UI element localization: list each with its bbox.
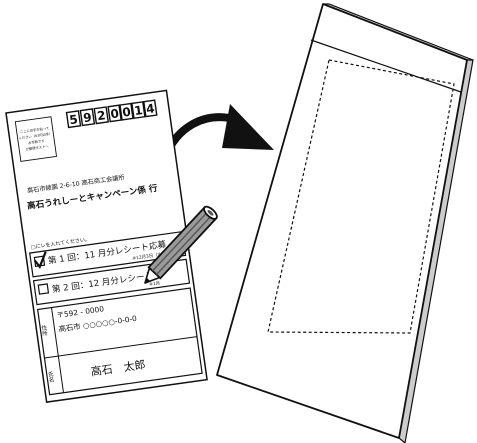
checkbox-round-2[interactable] xyxy=(38,284,48,294)
envelope xyxy=(217,4,473,443)
curved-arrow-icon xyxy=(165,104,274,158)
